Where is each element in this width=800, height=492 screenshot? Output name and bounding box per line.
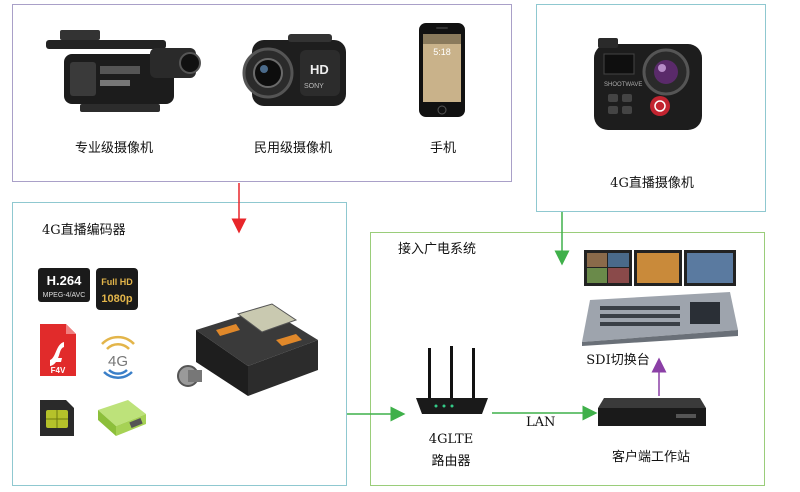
camera-4g-label: 4G直播摄像机 [610,176,694,191]
svg-text:SHOOTWAVE: SHOOTWAVE [604,82,642,88]
workstation-label: 客户端工作站 [611,450,691,465]
svg-text:1080p: 1080p [101,293,132,305]
phone-icon: 5:18 [419,23,465,117]
broadcast-group-box [370,232,765,486]
fullhd-badge-icon: Full HD 1080p [96,268,138,310]
lan-label: LAN [526,415,556,430]
encoder-device-icon [177,303,318,396]
professional-camera-label: 专业级摄像机 [74,141,154,156]
sim-card-icon [40,400,74,436]
sdi-switcher-label: SDI切换台 [586,353,650,368]
encoder-title: 4G直播编码器 [42,223,126,238]
camera-4g-group-box [536,4,766,212]
router-label-line1: 4GLTE [428,432,474,447]
svg-text:Full HD: Full HD [101,277,133,287]
workstation-icon [598,398,706,426]
svg-text:HD: HD [310,62,329,77]
encoder-group-box [12,202,347,486]
svg-text:F4V: F4V [51,366,66,375]
4g-signal-icon: 4G [101,335,135,379]
h264-badge-icon: H.264 MPEG-4/AVC [38,268,90,302]
battery-icon [98,400,146,436]
broadcast-title: 接入广电系统 [398,242,477,257]
camera-4g-icon: SHOOTWAVE [594,38,702,130]
router-icon [416,346,488,414]
professional-camera-icon [46,30,201,112]
svg-text:5:18: 5:18 [433,47,451,57]
svg-text:H.264: H.264 [47,273,82,288]
flash-f4v-icon: F4V [40,324,76,376]
svg-text:MPEG-4/AVC: MPEG-4/AVC [43,292,86,299]
cameras-group-box [12,4,512,182]
router-label-line2: 路由器 [431,454,471,469]
svg-text:SONY: SONY [304,83,324,90]
sdi-switcher-icon [582,250,738,346]
phone-label: 手机 [429,141,457,156]
svg-text:4G: 4G [108,353,128,370]
consumer-camera-label: 民用级摄像机 [253,141,333,156]
consumer-camera-icon: HD SONY [242,34,346,106]
